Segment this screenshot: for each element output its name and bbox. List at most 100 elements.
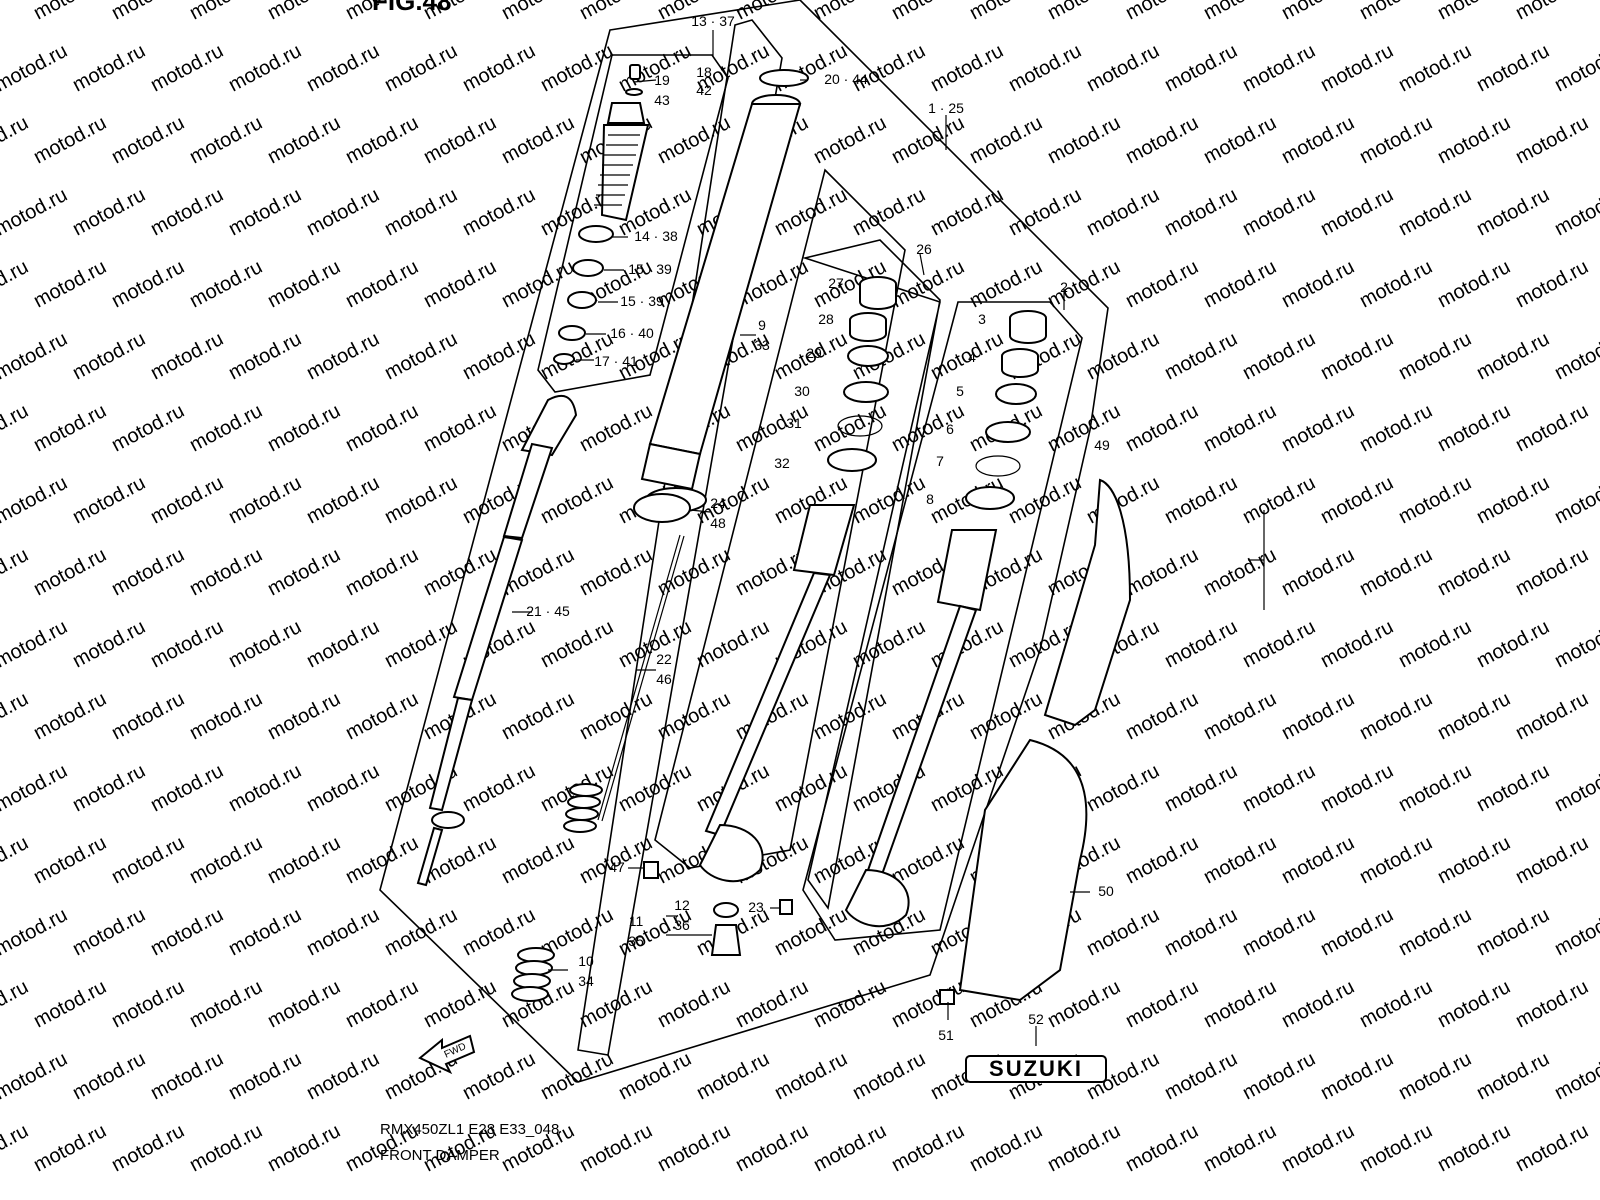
watermark-text: motod.ru [1200,0,1280,24]
watermark-text: motod.ru [1395,40,1475,96]
outer-tube-group-2-outline [802,239,941,910]
watermark-text: motod.ru [888,1120,968,1176]
watermark-text: motod.ru [225,328,305,384]
watermark-text: motod.ru [1044,976,1124,1032]
watermark-text: motod.ru [1044,112,1124,168]
watermark-text: motod.ru [1200,976,1280,1032]
damper-cartridge-top [594,64,650,222]
watermark-text: motod.ru [654,976,734,1032]
watermark-text: motod.ru [225,40,305,96]
watermark-text: motod.ru [1278,0,1358,24]
callout-12: 12 [674,897,690,913]
watermark-text: motod.ru [0,760,71,816]
watermark-text: motod.ru [147,472,227,528]
watermark-text: motod.ru [1005,40,1085,96]
watermark-text: motod.ru [1356,112,1436,168]
watermark-text: motod.ru [1356,832,1436,888]
watermark-text: motod.ru [1161,1048,1241,1104]
spring-upper [563,783,603,833]
watermark-text: motod.ru [381,904,461,960]
watermark-text: motod.ru [966,0,1046,24]
watermark-text: motod.ru [381,472,461,528]
watermark-text: motod.ru [1395,328,1475,384]
watermark-text: motod.ru [1161,904,1241,960]
watermark-text: motod.ru [1512,400,1592,456]
watermark-text: motod.ru [147,1048,227,1104]
watermark-text: motod.ru [1317,760,1397,816]
watermark-text: motod.ru [1122,256,1202,312]
callout-30: 30 [794,383,810,399]
watermark-text: motod.ru [1200,256,1280,312]
callout-15-39a: 15 · 39 [628,261,672,277]
watermark-text: motod.ru [147,184,227,240]
watermark-text: motod.ru [225,616,305,672]
watermark-text: motod.ru [849,1048,929,1104]
caption-name: FRONT DAMPER [380,1147,500,1164]
watermark-text: motod.ru [654,688,734,744]
watermark-text: motod.ru [1551,1048,1600,1104]
callout-31: 31 [786,415,802,431]
watermark-text: motod.ru [186,544,266,600]
watermark-text: motod.ru [342,544,422,600]
watermark-text: motod.ru [1122,112,1202,168]
callout-4: 4 [968,349,976,365]
watermark-text: motod.ru [1161,328,1241,384]
outer-assembly-outline [379,0,1109,1083]
watermark-text: motod.ru [1395,184,1475,240]
fwd-arrow-icon: FWD [418,1034,476,1075]
watermark-text: motod.ru [1200,1120,1280,1176]
watermark-text: motod.ru [1473,184,1553,240]
spring-10-34 [511,947,555,1002]
watermark-text: motod.ru [1278,976,1358,1032]
watermark-text: motod.ru [108,1120,188,1176]
watermark-text: motod.ru [342,112,422,168]
watermark-text: motod.ru [186,1120,266,1176]
watermark-text: motod.ru [420,976,500,1032]
watermark-text: motod.ru [30,112,110,168]
watermark-text: motod.ru [0,328,71,384]
callout-18: 18 [696,64,712,80]
callout-17-41: 17 · 41 [594,353,638,369]
watermark-text: motod.ru [186,0,266,24]
callout-7: 7 [936,453,944,469]
watermark-text: motod.ru [1005,472,1085,528]
watermark-text: motod.ru [537,1048,617,1104]
callout-20-44: 20 · 44 [824,71,868,87]
top-cap-inset-outline [537,54,729,393]
watermark-text: motod.ru [810,112,890,168]
watermark-text: motod.ru [1239,904,1319,960]
callout-13-37: 13 · 37 [691,13,735,29]
watermark-text: motod.ru [693,1048,773,1104]
watermark-text: motod.ru [576,544,656,600]
watermark-text: motod.ru [771,760,851,816]
watermark-text: motod.ru [1512,0,1592,24]
watermark-text: motod.ru [1356,976,1436,1032]
watermark-text: motod.ru [1161,616,1241,672]
callout-5: 5 [956,383,964,399]
watermark-text: motod.ru [342,400,422,456]
watermark-text: motod.ru [1122,400,1202,456]
watermark-text: motod.ru [1317,184,1397,240]
watermark-text: motod.ru [1356,256,1436,312]
watermark-text: motod.ru [1512,544,1592,600]
callout-1-25: 1 · 25 [928,100,964,116]
watermark-text: motod.ru [771,1048,851,1104]
callout-47: 47 [609,859,625,875]
callout-9: 9 [758,317,766,333]
watermark-text: motod.ru [771,40,851,96]
watermark-text: motod.ru [1200,832,1280,888]
watermark-text: motod.ru [1512,832,1592,888]
watermark-text: motod.ru [186,112,266,168]
watermark-text: motod.ru [1473,616,1553,672]
watermark-text: motod.ru [1278,256,1358,312]
callout-21-45: 21 · 45 [526,603,570,619]
watermark-text: motod.ru [1083,40,1163,96]
watermark-text: motod.ru [1473,760,1553,816]
watermark-text: motod.ru [1512,688,1592,744]
watermark-text: motod.ru [147,40,227,96]
callout-33: 33 [754,337,770,353]
watermark-text: motod.ru [1395,616,1475,672]
watermark-text: motod.ru [30,256,110,312]
watermark-text: motod.ru [303,760,383,816]
watermark-text: motod.ru [1551,760,1600,816]
